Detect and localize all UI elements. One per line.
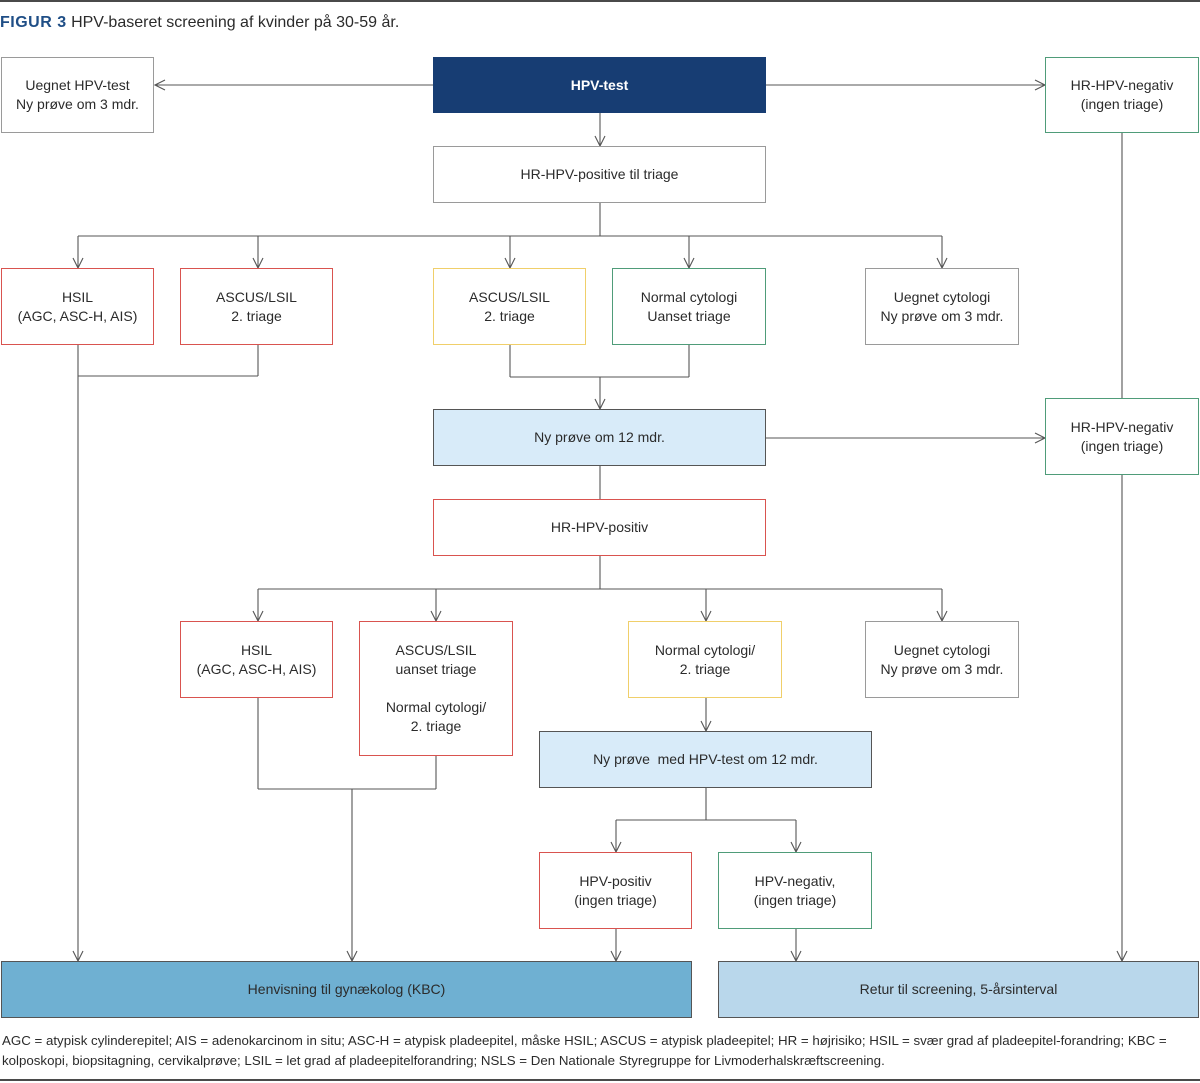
box-line: 2. triage xyxy=(410,718,462,734)
hr-hpv-negativ-mid-box: HR-HPV-negativ (ingen triage) xyxy=(1045,398,1199,475)
figure-title-text: HPV-baseret screening af kvinder på 30-5… xyxy=(71,14,400,31)
henvisning-gynaekolog-box: Henvisning til gynækolog (KBC) xyxy=(1,961,692,1018)
hsil-box-1: HSIL (AGC, ASC-H, AIS) xyxy=(1,268,154,345)
box-line: Retur til screening, 5-årsinterval xyxy=(859,981,1058,997)
footnote-abbreviations: AGC = atypisk cylinderepitel; AIS = aden… xyxy=(2,1033,1167,1068)
box-line: (ingen triage) xyxy=(1080,437,1164,454)
box-line: Uegnet cytologi xyxy=(893,288,991,305)
uegnet-cytologi-box-1: Uegnet cytologi Ny prøve om 3 mdr. xyxy=(865,268,1019,345)
box-line: (AGC, ASC-H, AIS) xyxy=(196,660,317,677)
figure-label: FIGUR 3 xyxy=(0,14,67,31)
box-line: ASCUS/LSIL xyxy=(216,288,297,305)
box-line: Uegnet cytologi xyxy=(893,641,991,658)
box-line: Ny prøve om 12 mdr. xyxy=(534,429,665,445)
box-line: HR-HPV-negativ xyxy=(1070,418,1174,435)
box-line: Uanset triage xyxy=(647,307,731,324)
normal-cytologi-box-1: Normal cytologi Uanset triage xyxy=(612,268,766,345)
hpv-test-box: HPV-test xyxy=(433,57,766,113)
box-line: Ny prøve om 3 mdr. xyxy=(16,96,139,112)
box-line: ASCUS/LSIL xyxy=(395,642,477,658)
ascus-lsil-red-box-1: ASCUS/LSIL 2. triage xyxy=(180,268,333,345)
box-line: Ny prøve om 3 mdr. xyxy=(880,307,1004,324)
box-line: (ingen triage) xyxy=(753,891,837,908)
box-line: 2. triage xyxy=(231,307,282,324)
ny-proeve-hpv-12-box: Ny prøve med HPV-test om 12 mdr. xyxy=(539,731,872,788)
normal-cytologi-box-2: Normal cytologi/ 2. triage xyxy=(628,621,782,698)
box-line: (AGC, ASC-H, AIS) xyxy=(17,307,138,324)
uegnet-hpv-test-box: Uegnet HPV-test Ny prøve om 3 mdr. xyxy=(1,57,154,133)
box-line: HR-HPV-negativ xyxy=(1070,77,1174,93)
hr-hpv-positive-triage-box: HR-HPV-positive til triage xyxy=(433,146,766,203)
bottom-rule xyxy=(0,1079,1200,1081)
hsil-box-2: HSIL (AGC, ASC-H, AIS) xyxy=(180,621,333,698)
uegnet-cytologi-box-2: Uegnet cytologi Ny prøve om 3 mdr. xyxy=(865,621,1019,698)
hpv-positiv-box: HPV-positiv (ingen triage) xyxy=(539,852,692,929)
hpv-negativ-box: HPV-negativ, (ingen triage) xyxy=(718,852,872,929)
box-line: uanset triage xyxy=(395,661,477,677)
retur-screening-box: Retur til screening, 5-årsinterval xyxy=(718,961,1199,1018)
box-line: (ingen triage) xyxy=(1080,96,1164,112)
ascus-lsil-box-2: ASCUS/LSIL uanset triage Normal cytologi… xyxy=(359,621,513,756)
top-rule xyxy=(0,0,1200,2)
figure-title: FIGUR 3 HPV-baseret screening af kvinder… xyxy=(0,14,399,32)
box-line: HSIL xyxy=(61,288,94,305)
box-line: Uegnet HPV-test xyxy=(25,77,130,93)
hr-hpv-positiv-box: HR-HPV-positiv xyxy=(433,499,766,556)
box-line: HSIL xyxy=(240,641,273,658)
box-line: Normal cytologi xyxy=(640,288,738,305)
box-line: Ny prøve om 3 mdr. xyxy=(880,660,1004,677)
hr-hpv-negativ-top-box: HR-HPV-negativ (ingen triage) xyxy=(1045,57,1199,133)
ascus-lsil-yellow-box-1: ASCUS/LSIL 2. triage xyxy=(433,268,586,345)
box-line: ASCUS/LSIL xyxy=(469,288,550,305)
box-line: Normal cytologi/ xyxy=(385,699,487,715)
box-line: HR-HPV-positiv xyxy=(550,519,649,535)
ny-proeve-12-box: Ny prøve om 12 mdr. xyxy=(433,409,766,466)
box-line: Normal cytologi/ xyxy=(654,641,756,658)
box-line: (ingen triage) xyxy=(574,891,657,908)
box-line: Henvisning til gynækolog (KBC) xyxy=(247,981,446,997)
box-line: HPV-positiv xyxy=(579,872,652,889)
box-line: HPV-negativ, xyxy=(754,872,836,889)
box-line: HPV-test xyxy=(570,76,629,93)
box-line: Ny prøve med HPV-test om 12 mdr. xyxy=(593,751,818,767)
box-line: HR-HPV-positive til triage xyxy=(520,166,679,182)
box-line: 2. triage xyxy=(679,660,731,677)
box-line: 2. triage xyxy=(484,307,535,324)
